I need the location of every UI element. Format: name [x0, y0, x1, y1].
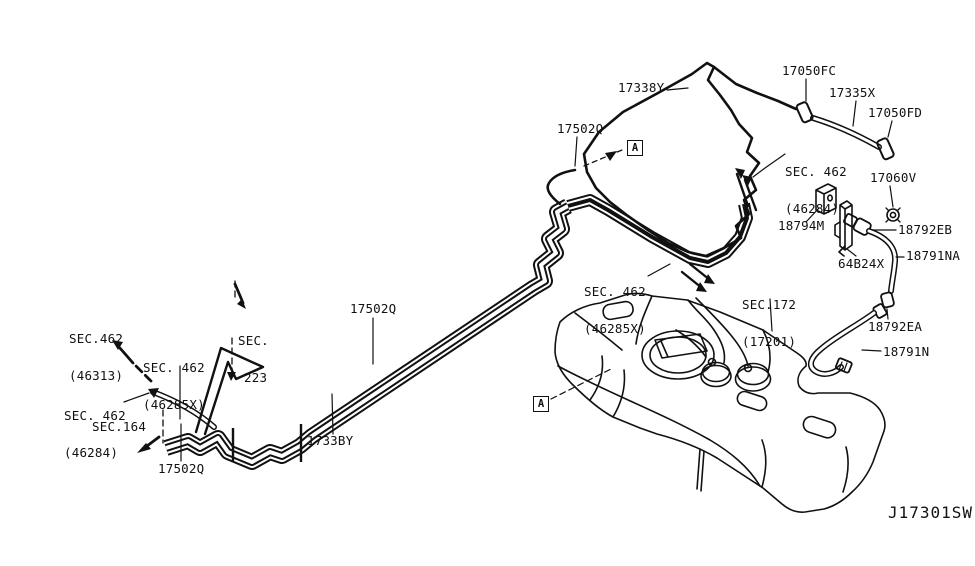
drawing-code: J17301SW	[888, 503, 974, 522]
tank-pump-cap-2b	[736, 362, 770, 386]
clip-17060v	[885, 207, 901, 223]
callout-18794m: 18794M	[778, 218, 825, 233]
callout-18792eb: 18792EB	[898, 222, 953, 237]
sec462-46313-dashes	[131, 361, 153, 383]
tank-pump-cap-1	[700, 364, 732, 388]
tank-strap-lines	[696, 439, 849, 493]
valve-assembly	[811, 183, 901, 374]
callout-17502q-bottom: 17502Q	[158, 461, 205, 476]
sec462-46313-arrow	[117, 345, 135, 365]
callout-17502q-top: 17502Q	[557, 121, 604, 136]
section-ref-462-46284-left: SEC. 462 (46284)	[64, 408, 126, 460]
bracket-18794m	[815, 183, 837, 215]
section-ref-172-17201: SEC.172 (17201)	[742, 297, 797, 349]
callout-1733by: 1733BY	[307, 433, 354, 448]
tank-hose-eyelet-2	[743, 363, 753, 373]
callout-18792ea: 18792EA	[868, 319, 923, 334]
fuel-tank	[554, 292, 886, 513]
breather-hose-17335x	[795, 101, 895, 161]
callout-18791na: 18791NA	[906, 248, 961, 263]
callout-17335x: 17335X	[829, 85, 876, 100]
clamp-17050fc	[795, 101, 814, 124]
sec223-hollow-arrow	[194, 346, 265, 436]
tank-pump-cap-2	[734, 366, 772, 392]
section-ref-164: SEC.164	[92, 419, 147, 434]
fuel-tube-17502q-end	[546, 149, 623, 206]
bracket-64b24x	[834, 200, 853, 257]
tank-top-lines	[574, 295, 771, 373]
callout-17050fd: 17050FD	[868, 105, 923, 120]
bundle-drop-ticks	[231, 424, 303, 462]
tank-front-ridge	[557, 365, 761, 487]
tank-cutout-1	[602, 300, 634, 321]
detail-ref-box-a-tank: A	[533, 396, 549, 412]
tank-outline	[554, 292, 886, 513]
callout-17502q-mid: 17502Q	[350, 301, 397, 316]
callout-64b24x: 64B24X	[838, 256, 885, 271]
section-ref-462-46284-right: SEC. 462 (46284)	[785, 164, 847, 216]
evap-harness-17338y	[582, 61, 798, 258]
tank-sender-hoses	[675, 297, 749, 367]
section-ref-462-46285x-left: SEC. 462 (46285X)	[143, 360, 205, 412]
ref-a-tank-dashed	[550, 367, 614, 400]
left-hose-and-section-arrows	[112, 280, 265, 453]
callout-18791n: 18791N	[883, 344, 930, 359]
clamp-17050fd	[876, 137, 895, 161]
tank-cutout-2	[736, 390, 768, 412]
drain-hose-18791n	[811, 313, 874, 374]
left-hose-arrowhead	[148, 388, 159, 398]
tank-left-face-lines	[589, 355, 626, 418]
hose-end-fitting	[834, 357, 853, 374]
section-ref-462-46313: SEC.462 (46313)	[69, 331, 124, 383]
callout-17338y: 17338Y	[618, 80, 665, 95]
section-ref-223: SEC. 223	[238, 333, 269, 385]
detail-ref-box-a-top: A	[627, 140, 643, 156]
fuel-tube-bundle	[166, 200, 747, 462]
sec223-dashed	[231, 280, 236, 376]
tank-cutout-3	[802, 415, 837, 439]
tank-hose-eyelet-1	[707, 357, 717, 367]
section-ref-462-46285x-mid: SEC. 462 (46285X)	[584, 284, 646, 336]
callout-17060v: 17060V	[870, 170, 917, 185]
callout-17050fc: 17050FC	[782, 63, 837, 78]
leader-lines	[123, 78, 905, 462]
